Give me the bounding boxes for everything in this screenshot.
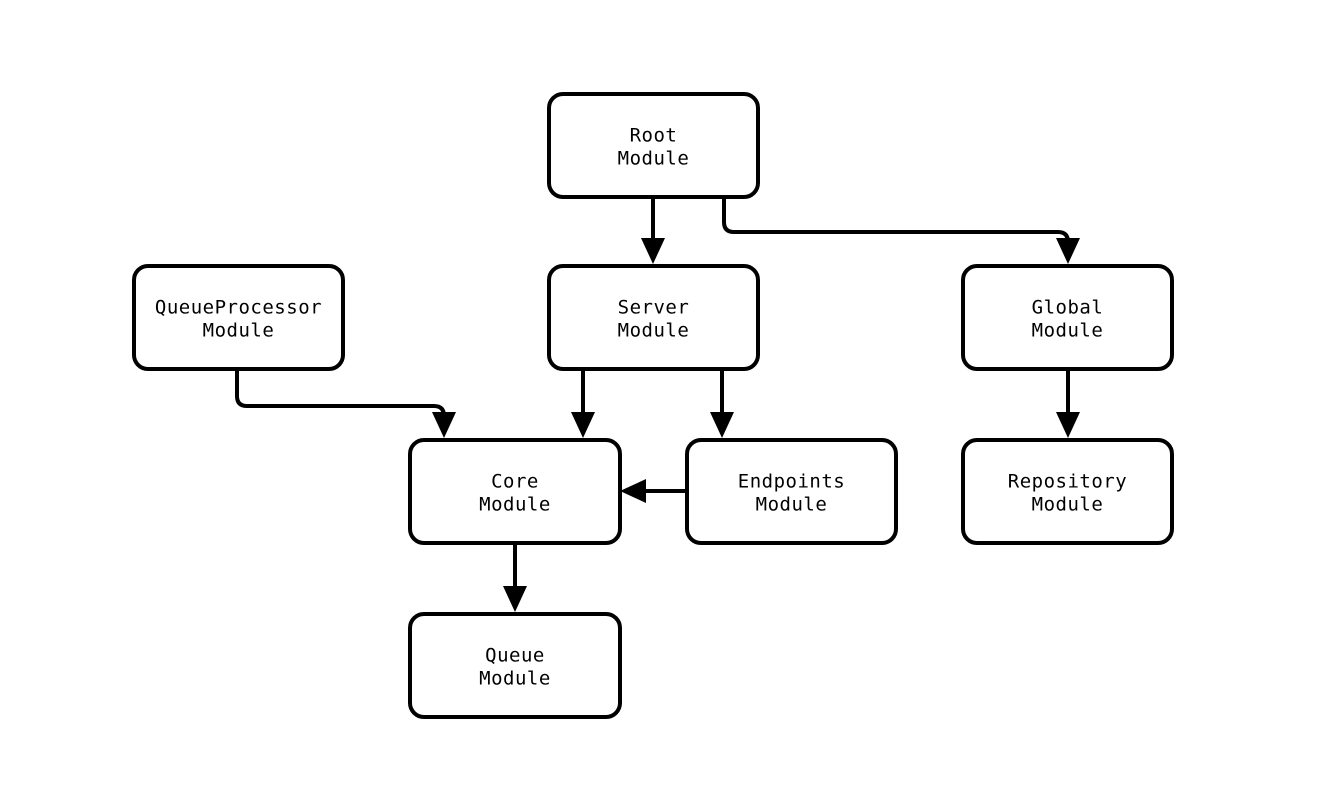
edge-global-to-repository [1056, 369, 1080, 438]
node-label-line1: Server [618, 297, 690, 319]
node-global-module[interactable]: Global Module [961, 264, 1174, 371]
node-label-line2: Module [1032, 320, 1104, 342]
node-label-line1: Repository [1008, 471, 1127, 493]
node-repository-module[interactable]: Repository Module [961, 438, 1174, 545]
node-label-line1: Endpoints [738, 471, 845, 493]
node-label-line2: Module [479, 668, 551, 690]
node-endpoints-module[interactable]: Endpoints Module [685, 438, 898, 545]
node-shape[interactable] [132, 264, 345, 371]
node-queueprocessor-module[interactable]: QueueProcessor Module [132, 264, 345, 371]
edge-endpoints-to-core [620, 479, 687, 503]
arrow-head-down-icon [571, 412, 595, 438]
edge-line [235, 369, 446, 418]
arrow-head-down-icon [432, 412, 456, 438]
node-label-line1: Global [1032, 297, 1104, 319]
edge-server-to-core [571, 369, 595, 438]
node-server-module[interactable]: Server Module [547, 264, 760, 371]
node-label-line2: Module [618, 148, 690, 170]
node-shape[interactable] [547, 264, 760, 371]
node-label-line1: Queue [485, 645, 545, 667]
node-label-line2: Module [1032, 494, 1104, 516]
node-root-module[interactable]: Root Module [547, 92, 760, 199]
node-label-line1: Core [491, 471, 539, 493]
arrow-head-down-icon [1056, 412, 1080, 438]
edge-line [722, 197, 1070, 244]
node-label-line2: Module [203, 320, 275, 342]
edge-root-to-server [641, 197, 665, 264]
node-shape[interactable] [961, 264, 1174, 371]
edge-server-to-endpoints [710, 369, 734, 438]
arrow-head-down-icon [1056, 238, 1080, 264]
node-queue-module[interactable]: Queue Module [408, 612, 622, 719]
arrow-head-down-icon [641, 238, 665, 264]
node-shape[interactable] [685, 438, 898, 545]
arrow-head-down-icon [503, 586, 527, 612]
node-shape[interactable] [961, 438, 1174, 545]
edge-queueprocessor-to-core [235, 369, 456, 438]
arrow-head-down-icon [710, 412, 734, 438]
arrow-head-left-icon [620, 479, 646, 503]
node-label-line2: Module [618, 320, 690, 342]
node-shape[interactable] [408, 438, 622, 545]
node-core-module[interactable]: Core Module [408, 438, 622, 545]
node-shape[interactable] [408, 612, 622, 719]
edge-root-to-global [722, 197, 1080, 264]
node-label-line2: Module [756, 494, 828, 516]
node-label-line1: Root [630, 125, 678, 147]
node-label-line1: QueueProcessor [155, 297, 322, 319]
edge-core-to-queue [503, 543, 527, 612]
node-shape[interactable] [547, 92, 760, 199]
node-label-line2: Module [479, 494, 551, 516]
